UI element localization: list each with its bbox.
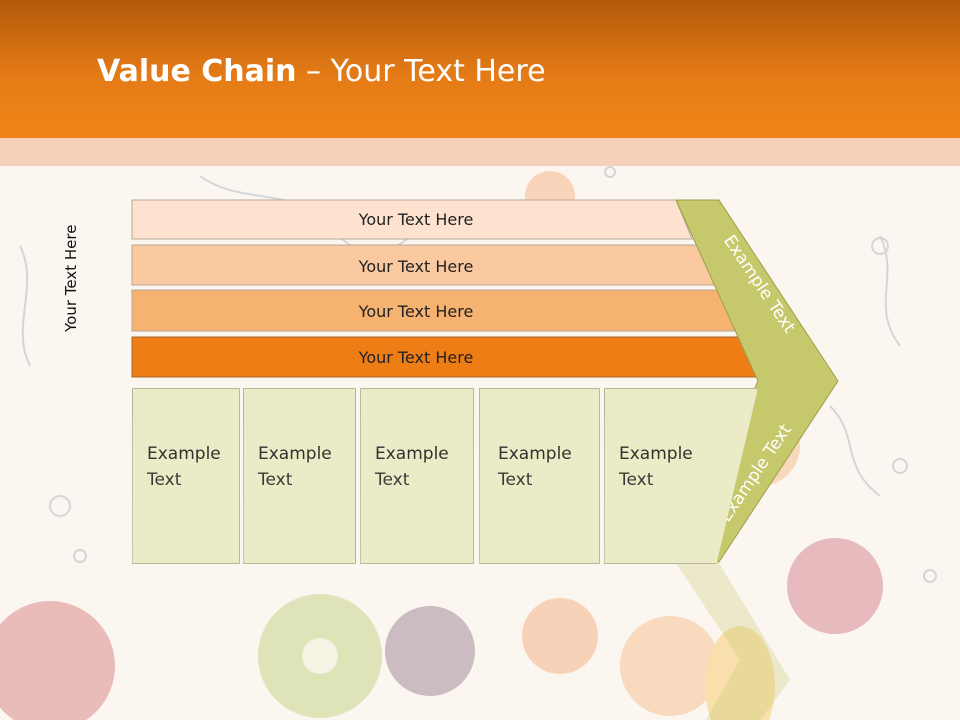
column-1-line1: Example [147,444,221,464]
column-5-line2: Text [619,470,654,490]
column-reflection-5 [604,413,714,563]
column-reflection-3 [360,413,472,563]
title-bold: Value Chain [97,54,297,89]
bar-row-2[interactable]: Your Text Here [131,244,716,286]
bar-row-3[interactable]: Your Text Here [131,289,739,332]
title-rest: – Your Text Here [296,54,546,89]
column-4-line2: Text [498,470,533,490]
bar-row-1[interactable]: Your Text Here [131,199,693,240]
header-strip [0,138,960,166]
column-reflection-2 [243,413,354,563]
column-3-line2: Text [375,470,410,490]
raspberry-image [0,601,115,720]
apricot-image [620,616,720,716]
banana-image [705,626,775,720]
bar-1-label: Your Text Here [358,210,474,229]
column-2-line1: Example [258,444,332,464]
bar-3-label: Your Text Here [358,302,474,321]
header-band [0,0,960,138]
column-4-line1: Example [498,444,572,464]
bar-row-4[interactable]: Your Text Here [131,336,764,378]
page-title[interactable]: Value Chain – Your Text Here [97,54,546,89]
orange-slice-image [522,598,598,674]
column-2-line2: Text [258,470,293,490]
column-reflection-1 [132,413,238,563]
raspberry-right-image [787,538,883,634]
bar-2-label: Your Text Here [358,257,474,276]
chevron-reflection [676,563,790,720]
bar-4-label: Your Text Here [358,348,474,367]
column-3-line1: Example [375,444,449,464]
column-5-line1: Example [619,444,693,464]
side-axis-label: Your Text Here [62,224,80,332]
blackberry-image [385,606,475,696]
column-reflection-4 [479,413,598,563]
column-1-line2: Text [147,470,182,490]
